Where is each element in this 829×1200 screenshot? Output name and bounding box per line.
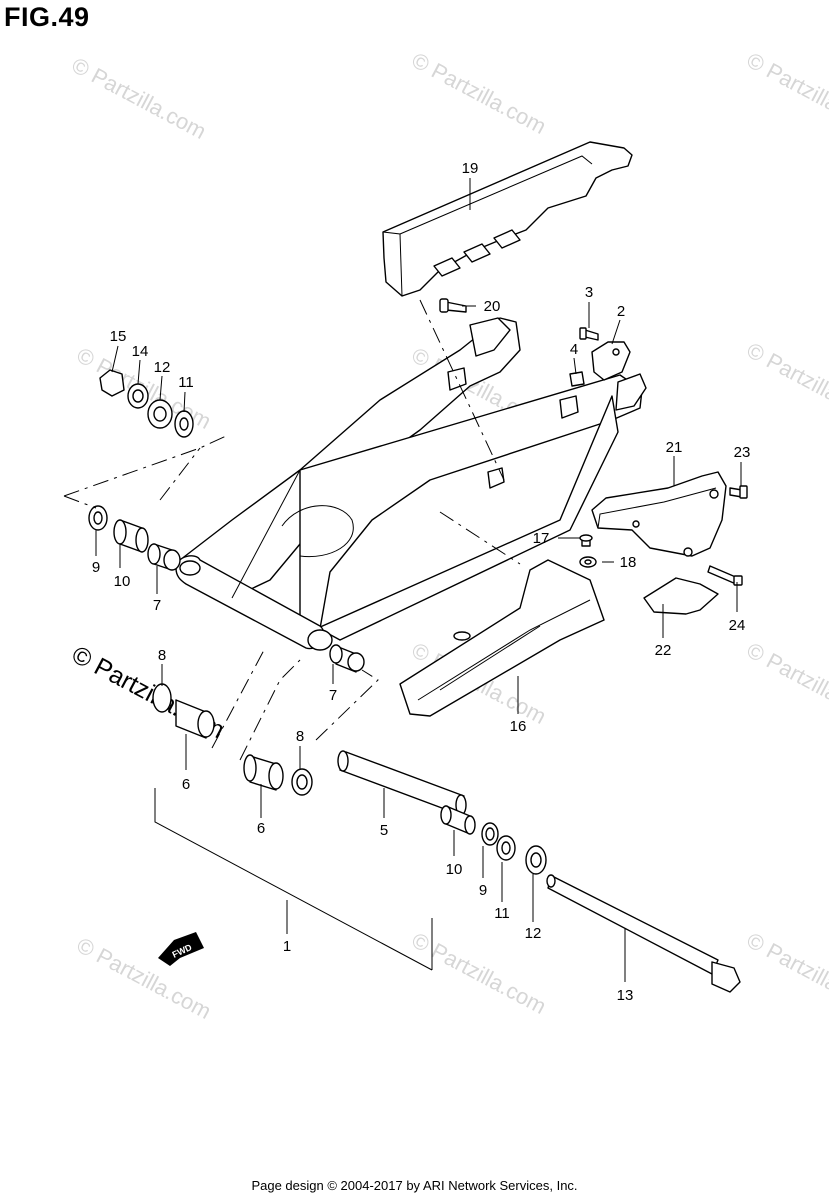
callout-label: 17 bbox=[533, 530, 550, 547]
nut-part-4 bbox=[569, 371, 585, 387]
callout-label: 22 bbox=[655, 642, 672, 659]
nut-part-15 bbox=[99, 369, 125, 397]
callout-label: 16 bbox=[510, 718, 527, 735]
callout-label: 23 bbox=[734, 444, 751, 461]
seal-part-11 bbox=[496, 835, 516, 861]
callout-label: 11 bbox=[494, 905, 510, 922]
seal-part-8 bbox=[291, 768, 313, 796]
callout-label: 20 bbox=[484, 298, 501, 315]
figure-title: FIG.49 bbox=[4, 2, 90, 32]
guard-part-22 bbox=[643, 577, 719, 615]
callout-label: 18 bbox=[620, 554, 637, 571]
swingarm-body bbox=[175, 317, 647, 651]
spacer-part-10 bbox=[440, 805, 476, 835]
watermark: © Partzilla.com bbox=[408, 47, 551, 139]
page-footer: Page design © 2004-2017 by ARI Network S… bbox=[251, 1178, 578, 1193]
pivot-shaft-part-13 bbox=[546, 874, 741, 993]
washer-part-9 bbox=[481, 822, 499, 846]
callout-label: 3 bbox=[585, 284, 593, 301]
callout-label: 2 bbox=[617, 303, 625, 320]
washer-part-9 bbox=[88, 505, 108, 531]
watermark: © Partzilla.com bbox=[743, 337, 829, 429]
seal-part-11 bbox=[174, 410, 194, 438]
bearing-part-7 bbox=[147, 543, 181, 571]
screw-part-17 bbox=[579, 534, 593, 547]
bearing-part-7 bbox=[329, 644, 365, 673]
callout-label: 4 bbox=[570, 341, 578, 358]
bracket-part-21 bbox=[591, 471, 727, 557]
callout-label: 5 bbox=[380, 822, 388, 839]
collar-part-12 bbox=[525, 845, 547, 875]
callout-label: 7 bbox=[153, 597, 161, 614]
callout-label: 1 bbox=[283, 938, 291, 955]
alignment-lines bbox=[63, 299, 521, 761]
callout-label: 24 bbox=[729, 617, 746, 634]
spacer-part-10 bbox=[113, 519, 149, 553]
chain-cover-part-19 bbox=[382, 141, 633, 297]
callout-label: 12 bbox=[525, 925, 542, 942]
callout-label: 6 bbox=[257, 820, 265, 837]
callout-label: 8 bbox=[158, 647, 166, 664]
bush-part-8 bbox=[152, 683, 172, 713]
watermark: © Partzilla.com bbox=[743, 637, 829, 729]
callout-label: 6 bbox=[182, 776, 190, 793]
callout-label: 11 bbox=[178, 374, 194, 391]
watermark: © Partzilla.com bbox=[743, 47, 829, 139]
bolt-part-3 bbox=[579, 327, 599, 341]
callout-label: 14 bbox=[132, 343, 149, 360]
callout-label: 9 bbox=[92, 559, 100, 576]
callout-label: 19 bbox=[462, 160, 479, 177]
forward-direction-arrow: FWD bbox=[158, 932, 204, 966]
collar-part-12 bbox=[147, 399, 173, 429]
callout-label: 10 bbox=[114, 573, 131, 590]
callout-label: 13 bbox=[617, 987, 634, 1004]
washer-part-18 bbox=[579, 556, 597, 568]
adjuster-part-2 bbox=[591, 341, 631, 381]
callouts: 19 20 3 2 4 15 14 12 11 9 10 7 21 23 17 … bbox=[92, 160, 751, 1004]
callout-label: 7 bbox=[329, 687, 337, 704]
bolt-part-23 bbox=[729, 485, 748, 499]
bush-part-6 bbox=[175, 699, 215, 739]
bush-part-6 bbox=[243, 754, 284, 791]
watermark: © Partzilla.com bbox=[68, 52, 211, 144]
callout-label: 15 bbox=[110, 328, 127, 345]
callout-label: 8 bbox=[296, 728, 304, 745]
callout-label: 21 bbox=[666, 439, 683, 456]
assembly-bracket bbox=[154, 788, 433, 971]
leader-lines bbox=[95, 178, 742, 982]
watermark: © Partzilla.com bbox=[743, 927, 829, 1019]
bolt-part-20 bbox=[439, 298, 467, 313]
washer-part-14 bbox=[127, 383, 149, 409]
callout-label: 12 bbox=[154, 359, 171, 376]
callout-label: 9 bbox=[479, 882, 487, 899]
chain-slider-part-16 bbox=[399, 559, 605, 717]
bolt-part-24 bbox=[707, 565, 743, 586]
callout-label: 10 bbox=[446, 861, 463, 878]
